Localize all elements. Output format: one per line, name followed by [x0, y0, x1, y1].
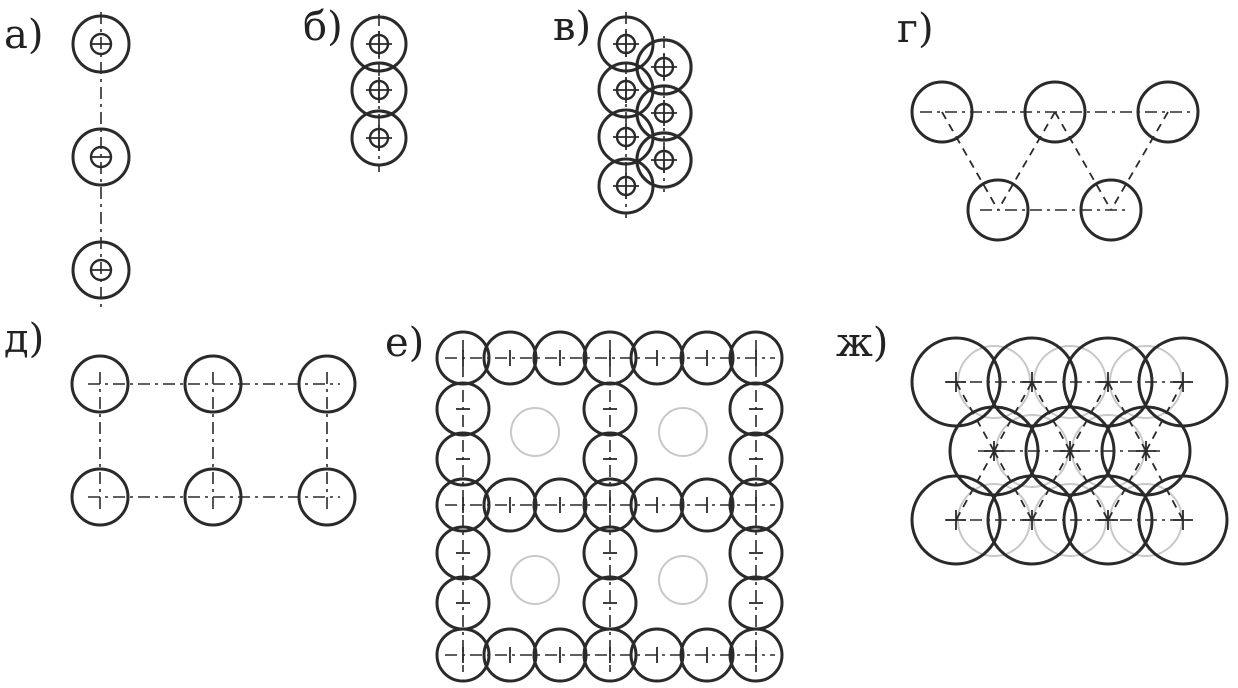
hole-circle — [482, 330, 538, 386]
hole-circle — [582, 525, 638, 581]
hole-circle — [1023, 80, 1087, 144]
hole-circle — [70, 354, 130, 414]
hole-circle — [582, 477, 638, 533]
label-a: а) — [4, 12, 43, 58]
panel-v-staggered-columns — [597, 12, 693, 218]
hole-circle — [728, 431, 784, 487]
hole-circle — [532, 477, 588, 533]
label-zh: ж) — [836, 320, 888, 366]
hole-circle — [1137, 474, 1229, 566]
outer-circle — [71, 240, 131, 300]
label-d: д) — [4, 316, 44, 362]
outer-circle — [350, 109, 408, 167]
hole-circle — [532, 330, 588, 386]
hole-circle — [910, 474, 1002, 566]
ghost-circle — [510, 407, 560, 457]
triangle-side — [997, 111, 1056, 211]
hole-circle — [1136, 80, 1200, 144]
panel-b-touching-row — [350, 14, 408, 172]
hole-circle — [183, 354, 243, 414]
hole-circle — [1062, 474, 1154, 566]
ghost-circle — [510, 555, 560, 605]
label-b: б) — [303, 4, 343, 50]
outer-circle — [597, 61, 655, 119]
hole-circle — [482, 627, 538, 683]
hole-circle — [1079, 178, 1143, 242]
outer-circle — [71, 127, 131, 187]
hole-circle — [435, 575, 491, 631]
hole-circle — [435, 381, 491, 437]
hole-circle — [435, 477, 491, 533]
ghost-circle — [658, 555, 708, 605]
hole-circle — [582, 575, 638, 631]
hole-circle — [966, 178, 1030, 242]
hole-circle — [629, 330, 685, 386]
hole-circle — [183, 467, 243, 527]
label-v: в) — [553, 4, 591, 50]
panel-e-contour-grid — [435, 330, 784, 683]
outer-circle — [635, 38, 693, 96]
hole-circle — [435, 431, 491, 487]
panel-zh-hexagonal-packing — [910, 336, 1229, 566]
hole-circle — [482, 477, 538, 533]
hole-circle — [679, 627, 735, 683]
hole-circle — [728, 381, 784, 437]
hole-circle — [582, 431, 638, 487]
hole-circle — [728, 477, 784, 533]
hole-circle — [679, 330, 735, 386]
panel-d-rectangular-grid — [70, 354, 357, 527]
ghost-circle — [658, 407, 708, 457]
label-g: г) — [897, 6, 934, 52]
hole-circle — [728, 525, 784, 581]
hole-circle — [986, 474, 1078, 566]
panel-a-vertical-row — [71, 12, 131, 312]
hole-circle — [297, 467, 357, 527]
hole-circle — [435, 525, 491, 581]
hole-circle — [910, 80, 974, 144]
outer-circle — [71, 14, 131, 74]
outer-circle — [597, 15, 655, 73]
hole-circle — [582, 381, 638, 437]
triangle-side — [941, 111, 999, 211]
hole-circle — [728, 575, 784, 631]
hole-circle — [532, 627, 588, 683]
outer-circle — [350, 61, 408, 119]
label-e: е) — [385, 320, 424, 366]
outer-circle — [350, 15, 408, 73]
hole-circle — [70, 467, 130, 527]
triangle-side — [1110, 111, 1169, 211]
panel-g-triangular-pattern — [910, 80, 1200, 242]
triangle-side — [1054, 111, 1112, 211]
outer-circle — [635, 84, 693, 142]
hole-circle — [679, 477, 735, 533]
hole-circle — [629, 477, 685, 533]
hole-circle — [629, 627, 685, 683]
hole-circle — [297, 354, 357, 414]
outer-circle — [635, 131, 693, 189]
